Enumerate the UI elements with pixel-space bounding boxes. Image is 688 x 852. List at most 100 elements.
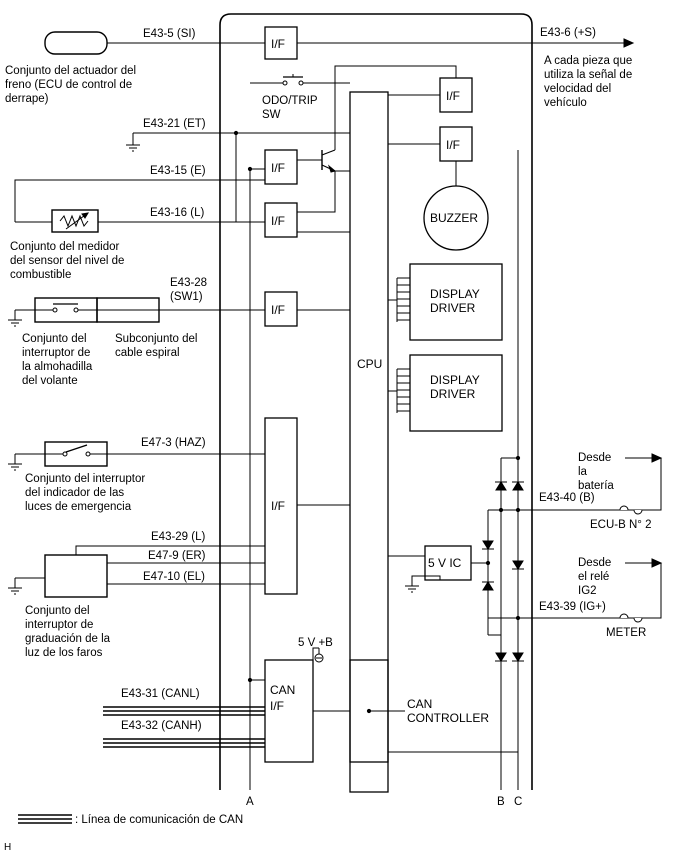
display-driver-2 xyxy=(409,354,503,432)
if-block-e xyxy=(264,149,298,185)
fuel-sender-resistor xyxy=(59,214,89,228)
display-driver-2-bus xyxy=(388,368,410,413)
brake-actuator-label-3: derrape) xyxy=(5,93,49,105)
hazard-switch-label-2: del indicador de las xyxy=(25,487,124,499)
if-label-large: I/F xyxy=(271,499,285,513)
pin-e43-28-b: (SW1) xyxy=(170,291,203,303)
battery-feed-line xyxy=(488,458,662,511)
pin-e43-31: E43-31 (CANL) xyxy=(121,688,200,700)
if-block-large xyxy=(264,417,298,595)
pin-e43-16: E43-16 (L) xyxy=(150,207,205,219)
ig2-label-1: Desde xyxy=(578,557,611,569)
ground-label-c: C xyxy=(514,796,522,808)
if-block-l xyxy=(264,202,298,238)
meter-housing-outline xyxy=(219,13,533,790)
if-label-l: I/F xyxy=(271,214,285,228)
leveling-switch-label-4: luz de los faros xyxy=(25,647,103,659)
five-v-ic-label: 5 V IC xyxy=(428,556,462,570)
hazard-switch-contact-b xyxy=(85,451,91,457)
pad-switch-contact-a xyxy=(52,307,58,313)
fuse-ecu-b xyxy=(619,505,643,515)
display-driver-1 xyxy=(409,263,503,341)
battery-label-3: batería xyxy=(578,480,614,492)
if-label-upper-2: I/F xyxy=(446,138,460,152)
five-v-ic-block xyxy=(424,545,472,581)
fuse-meter xyxy=(619,613,643,623)
cpu-block xyxy=(349,91,389,793)
can-legend-symbol xyxy=(18,814,72,824)
fuel-sender-label-3: combustible xyxy=(10,269,71,281)
pin-e43-21: E43-21 (ET) xyxy=(143,118,206,130)
five-v-ic-ground xyxy=(411,575,441,586)
display-driver-1-label-1: DISPLAY xyxy=(430,287,480,301)
if-l-feedback xyxy=(297,171,336,213)
pad-switch-contact-b xyxy=(73,307,79,313)
diode-bus-c-top xyxy=(512,481,524,491)
hazard-switch-blade xyxy=(65,444,88,453)
display-driver-1-label-2: DRIVER xyxy=(430,301,476,315)
pin-e47-3: E47-3 (HAZ) xyxy=(141,437,206,449)
leveling-switch-label-3: graduación de la xyxy=(25,633,111,645)
can-if-supply xyxy=(312,647,319,660)
can-controller-label-2: CONTROLLER xyxy=(407,711,489,725)
ig2-arrow-head xyxy=(651,558,663,568)
leveling-switch-box xyxy=(44,554,108,598)
canl-line xyxy=(103,706,265,716)
buzzer-symbol xyxy=(423,185,489,251)
pad-switch-label-1: Conjunto del xyxy=(22,333,87,345)
odo-trip-label-2: SW xyxy=(262,109,281,121)
display-driver-2-label-2: DRIVER xyxy=(430,387,476,401)
diode-bus-b-low xyxy=(495,652,507,662)
et-to-sender-loop xyxy=(235,133,250,223)
battery-label-1: Desde xyxy=(578,452,611,464)
buzzer-label: BUZZER xyxy=(430,211,478,225)
if-label-upper-1: I/F xyxy=(446,89,460,103)
speed-signal-arrow xyxy=(623,38,635,48)
ig2-label-3: IG2 xyxy=(578,585,597,597)
speed-dest-label-1: A cada pieza que xyxy=(544,55,632,67)
diode-bus-c-mid xyxy=(512,560,524,570)
pin-e43-5: E43-5 (SI) xyxy=(143,28,196,40)
if-block-speed xyxy=(264,26,298,60)
brake-actuator-label-2: freno (ECU de control de xyxy=(5,79,132,91)
leveling-switch-label-2: interruptor de xyxy=(25,619,93,631)
can-if-label-1: CAN xyxy=(270,683,295,697)
diode-battery xyxy=(482,540,494,550)
pin-e47-10: E47-10 (EL) xyxy=(143,571,205,583)
hazard-switch-label-1: Conjunto del interruptor xyxy=(25,473,145,485)
display-driver-2-label-1: DISPLAY xyxy=(430,373,480,387)
corner-mark: H xyxy=(4,842,11,852)
hazard-switch-contact-a xyxy=(62,451,68,457)
transistor-feed-line xyxy=(334,65,457,150)
ground-label-a: A xyxy=(246,796,254,808)
if-block-upper-2 xyxy=(439,126,473,162)
brake-actuator-label-1: Conjunto del actuador del xyxy=(5,65,136,77)
pad-switch-label-2: interruptor de xyxy=(22,347,90,359)
fuel-sender-symbol xyxy=(51,209,99,233)
pad-switch-label-3: la almohadilla xyxy=(22,361,93,373)
pin-e43-28-a: E43-28 xyxy=(170,277,207,289)
fuse-meter-label: METER xyxy=(606,627,646,639)
hazard-switch-label-3: luces de emergencia xyxy=(25,501,132,513)
diode-bus-b-top xyxy=(495,481,507,491)
transistor-arrow xyxy=(327,164,337,173)
can-if-block xyxy=(264,659,314,763)
transistor-collector xyxy=(321,149,336,156)
leveling-switch-label-1: Conjunto del xyxy=(25,605,90,617)
can-legend-label: : Línea de comunicación de CAN xyxy=(75,814,243,826)
bus-c-junction-ig xyxy=(515,615,521,621)
speed-dest-label-2: utiliza la señal de xyxy=(544,69,632,81)
display-driver-1-bus xyxy=(388,277,410,322)
fuel-sender-label-1: Conjunto del medidor xyxy=(10,241,119,253)
canh-line xyxy=(103,738,265,748)
speed-dest-label-4: vehículo xyxy=(544,97,587,109)
odo-trip-label-1: ODO/TRIP xyxy=(262,95,318,107)
can-controller-label-1: CAN xyxy=(407,697,432,711)
fuse-ecu-b-label: ECU-B N° 2 xyxy=(590,519,651,531)
cpu-label: CPU xyxy=(357,357,382,371)
battery-label-2: la xyxy=(578,466,588,478)
ground-label-b: B xyxy=(497,796,505,808)
if-label-speed: I/F xyxy=(271,37,285,51)
fuel-sender-wiper-head xyxy=(81,212,89,219)
